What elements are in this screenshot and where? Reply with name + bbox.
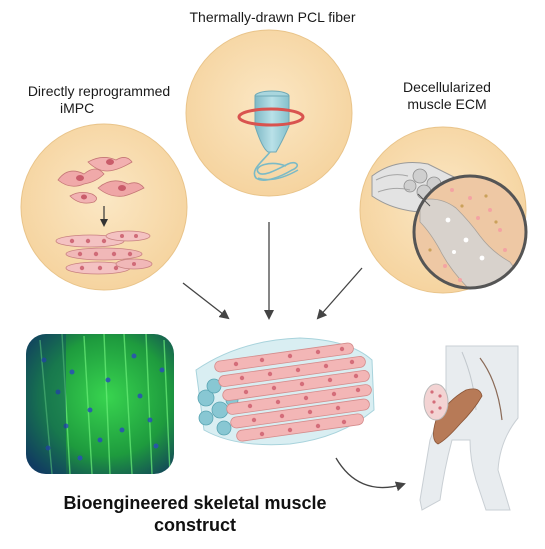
ecm-circle — [359, 126, 528, 294]
mouse-leg-icon — [419, 345, 519, 511]
construct-label-line1: Bioengineered skeletal muscle — [63, 493, 327, 513]
ecm-label-line1: Decellularized — [403, 79, 491, 95]
fluorescence-image — [26, 334, 174, 474]
arrow-impc-to-construct — [182, 282, 230, 320]
impc-label: Directly reprogrammed iMPC — [8, 83, 190, 117]
ecm-bundle-icon — [371, 162, 528, 290]
pcl-circle — [185, 29, 353, 197]
impc-label-line1: Directly reprogrammed — [27, 83, 171, 99]
arrows — [182, 222, 406, 492]
fiber-tip-icon — [237, 90, 305, 181]
impc-circle — [20, 123, 188, 291]
impc-label-line2: iMPC — [60, 100, 95, 116]
ecm-label: Decellularized muscle ECM — [372, 79, 522, 113]
ecm-label-line2: muscle ECM — [407, 96, 487, 112]
arrow-ecm-to-construct — [316, 267, 363, 320]
construct-label: Bioengineered skeletal muscle construct — [0, 492, 390, 536]
fibroblast-cells-icon — [57, 157, 145, 204]
pcl-fiber-label: Thermally-drawn PCL fiber — [189, 9, 356, 25]
construct-label-line2: construct — [153, 515, 236, 535]
muscle-construct-icon — [195, 337, 375, 446]
myotube-cells-icon — [55, 230, 153, 275]
arrow-construct-to-mouse — [335, 457, 406, 492]
